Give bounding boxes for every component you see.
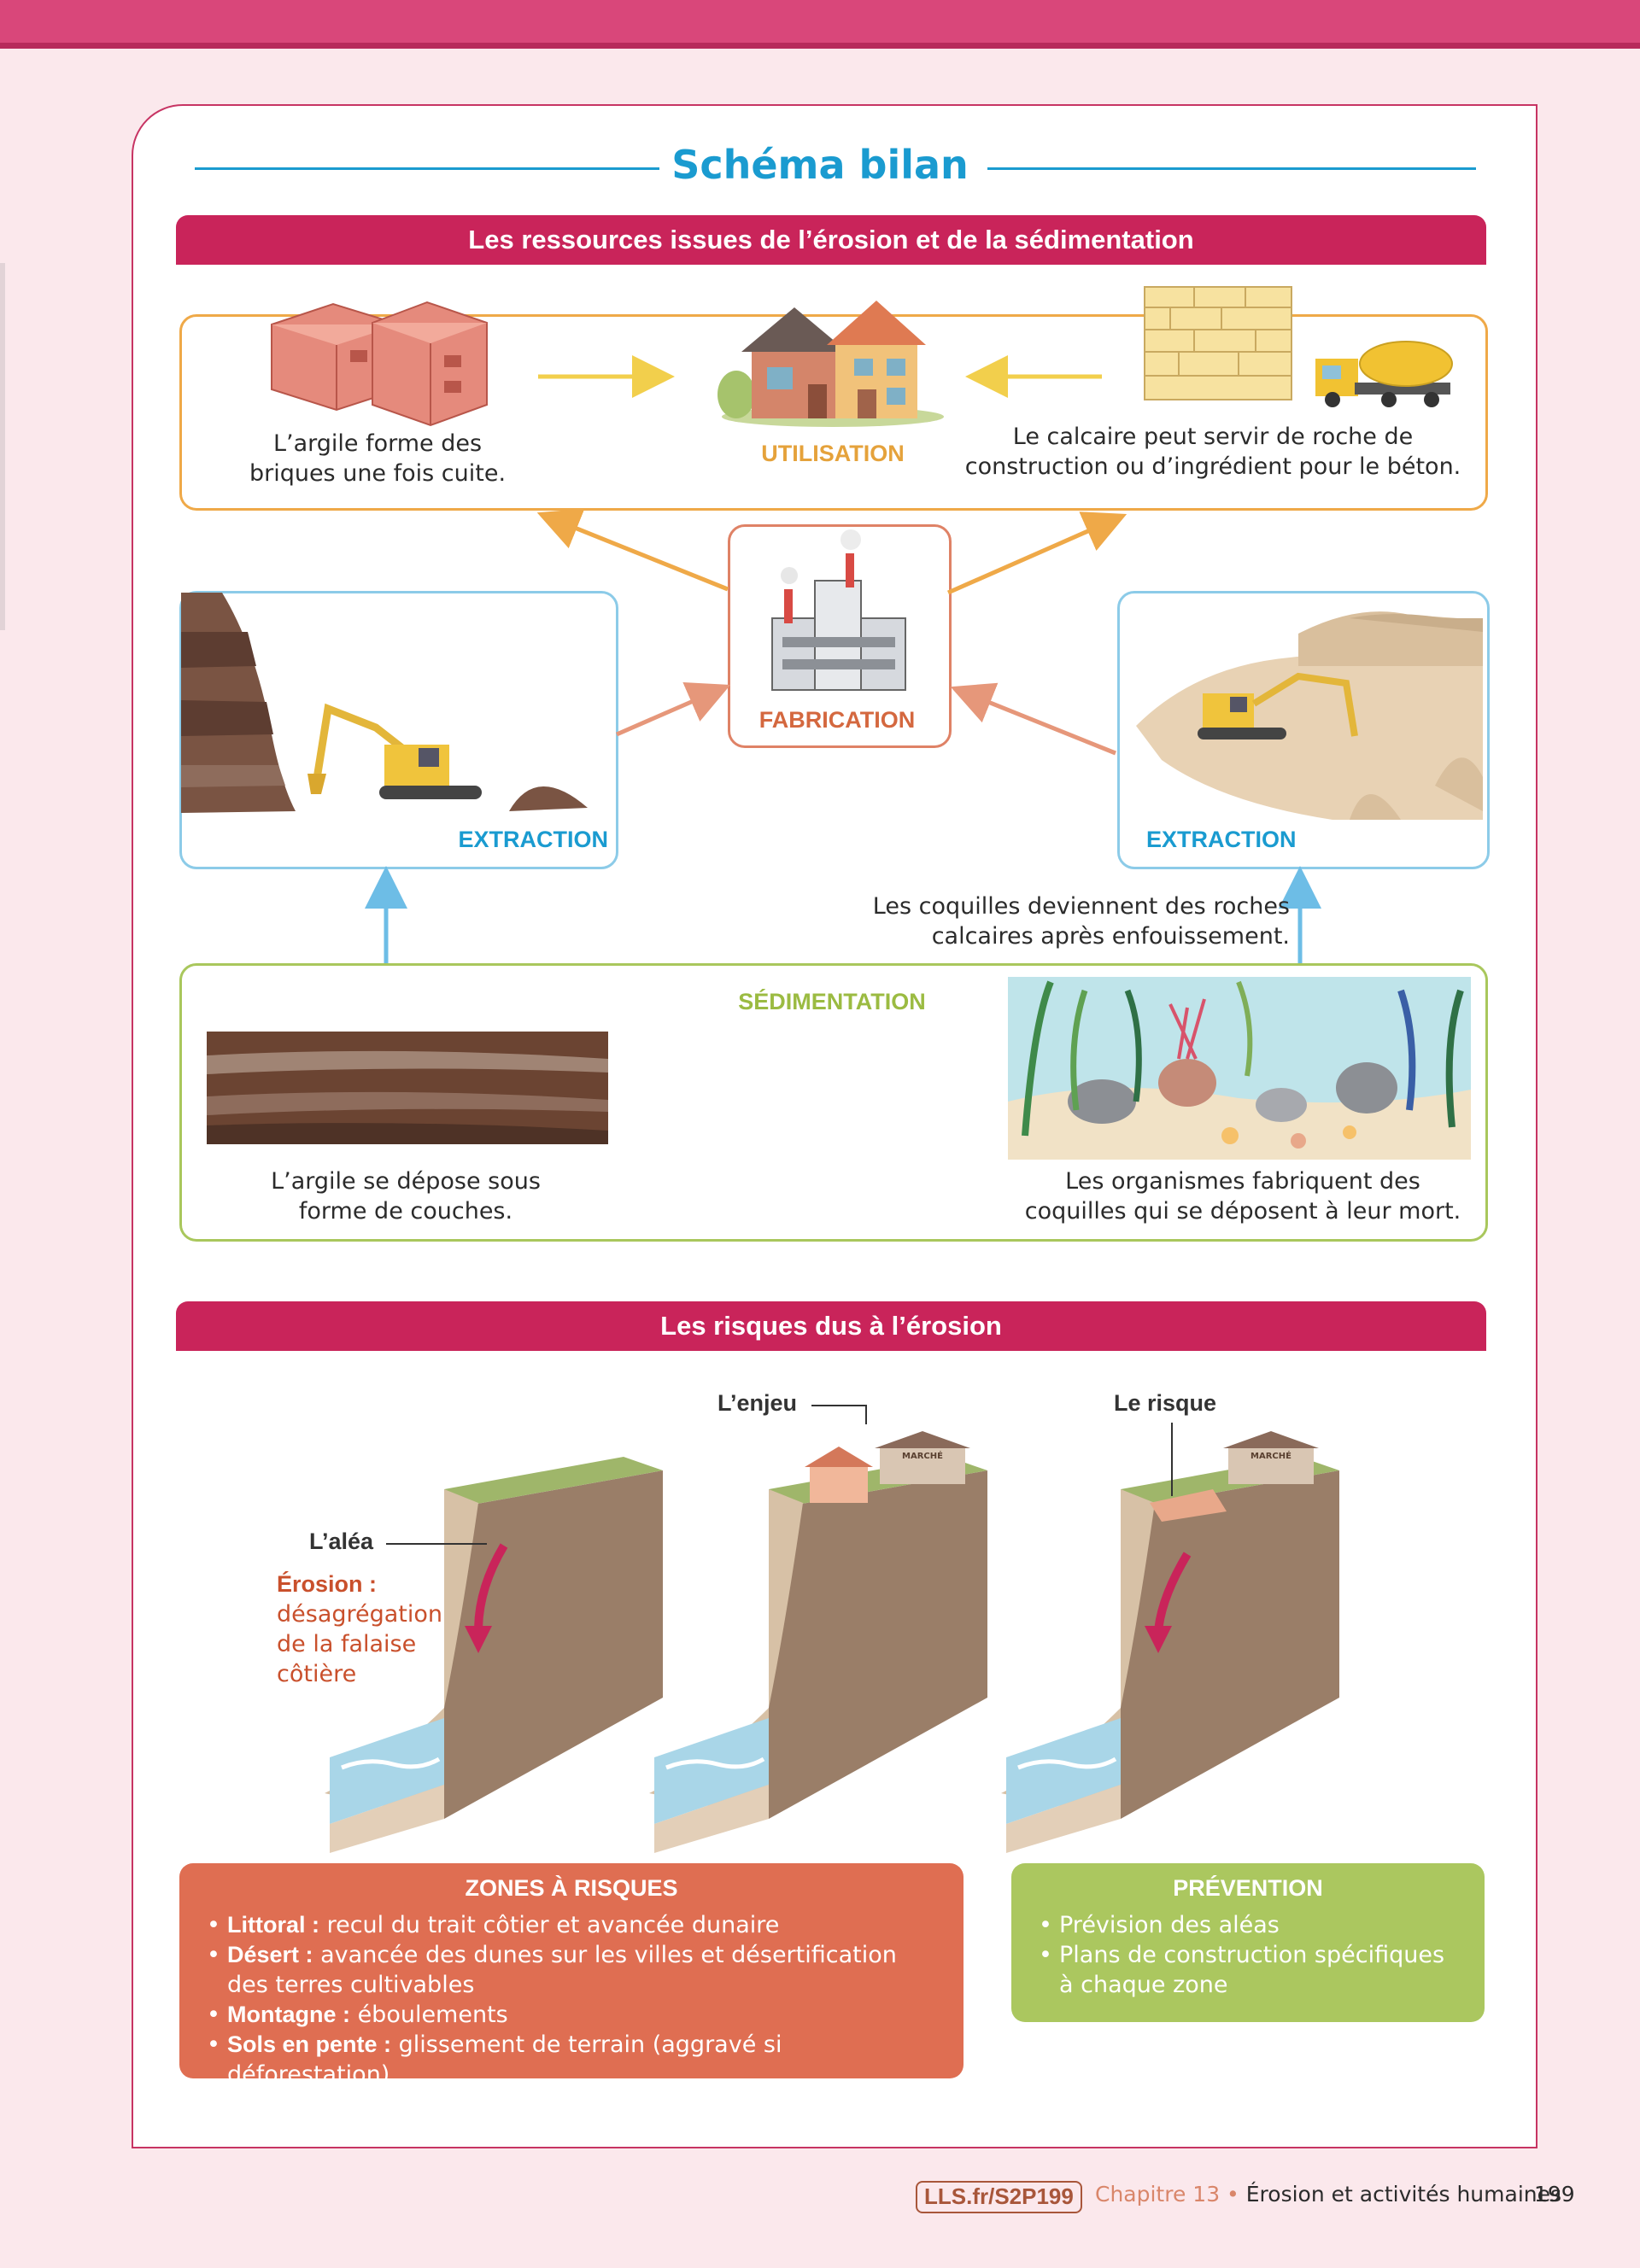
erosion-description: Érosion : désagrégation de la falaise cô… bbox=[277, 1569, 442, 1689]
enjeu-label: L’enjeu bbox=[718, 1390, 798, 1416]
erosion-title: Érosion : bbox=[277, 1571, 378, 1597]
cliff-diagram-alea bbox=[325, 1457, 663, 1853]
risk-zone-item: Sols en pente : glissement de terrain (a… bbox=[207, 2030, 943, 2090]
shells-caption: Les coquilles deviennent des roches calc… bbox=[820, 891, 1290, 951]
cliff-diagram-enjeu bbox=[649, 1431, 987, 1853]
risk-zone-item: Désert : avancée des dunes sur les ville… bbox=[207, 1940, 943, 2000]
cliff-diagram-risque bbox=[1001, 1431, 1339, 1853]
prevention-box: PRÉVENTION Prévision des aléas Plans de … bbox=[1011, 1863, 1485, 2022]
footer-subject: Érosion et activités humaines bbox=[1245, 2182, 1562, 2207]
excavator-right-icon bbox=[1198, 672, 1358, 739]
risk-zones-title: ZONES À RISQUES bbox=[465, 1875, 678, 1901]
footer-separator: • bbox=[1220, 2182, 1246, 2207]
erosion-line-3: côtière bbox=[277, 1661, 357, 1687]
prevention-title: PRÉVENTION bbox=[1173, 1875, 1323, 1901]
bricks-caption-line-1: L’argile forme des bbox=[272, 430, 483, 457]
top-color-bar bbox=[0, 0, 1640, 49]
bricks-caption-line-2: briques une fois cuite. bbox=[249, 460, 507, 487]
risks-banner: Les risques dus à l’érosion bbox=[176, 1301, 1486, 1351]
extraction-right-label: EXTRACTION bbox=[1146, 827, 1297, 852]
title-rule-left bbox=[195, 167, 685, 170]
arrow-factory-to-limestone bbox=[946, 511, 1128, 595]
risk-zones-box: ZONES À RISQUES Littoral : recul du trai… bbox=[179, 1863, 964, 2088]
limestone-caption: Le calcaire peut servir de roche de cons… bbox=[957, 422, 1469, 482]
clay-layers-icon bbox=[207, 1032, 608, 1144]
arrow-factory-to-bricks bbox=[536, 508, 729, 592]
organisms-caption: Les organismes fabriquent des coquilles … bbox=[999, 1166, 1486, 1226]
arrow-extraction-left-to-factory bbox=[616, 682, 731, 737]
market-sign-2: MARCHÉ bbox=[1250, 1452, 1292, 1461]
prevention-item: Plans de construction spécifiques à chaq… bbox=[1039, 1940, 1464, 2000]
sedimentation-label: SÉDIMENTATION bbox=[738, 989, 926, 1014]
erosion-line-2: de la falaise bbox=[277, 1631, 417, 1657]
erosion-line-1: désagrégation bbox=[277, 1601, 443, 1628]
prevention-item: Prévision des aléas bbox=[1039, 1910, 1464, 1940]
houses-icon bbox=[718, 301, 944, 427]
organisms-caption-line-2: coquilles qui se déposent à leur mort. bbox=[1024, 1198, 1461, 1225]
page-number: 199 bbox=[1534, 2182, 1575, 2207]
clay-caption-line-2: forme de couches. bbox=[298, 1198, 513, 1225]
extraction-left-label: EXTRACTION bbox=[458, 827, 609, 852]
clay-caption: L’argile se dépose sous forme de couches… bbox=[231, 1166, 581, 1226]
clay-cliff-quarry-icon bbox=[181, 593, 296, 813]
limestone-block-icon bbox=[1144, 286, 1292, 400]
organisms-caption-line-1: Les organismes fabriquent des bbox=[1065, 1168, 1420, 1195]
limestone-caption-line-1: Le calcaire peut servir de roche de bbox=[1012, 424, 1414, 450]
resources-banner: Les ressources issues de l’érosion et de… bbox=[176, 215, 1486, 265]
risk-zone-item: Littoral : recul du trait côtier et avan… bbox=[207, 1910, 943, 1940]
arrow-extraction-right-to-factory bbox=[950, 682, 1116, 756]
limestone-caption-line-2: construction ou d’ingrédient pour le bét… bbox=[964, 453, 1461, 480]
bricks-caption: L’argile forme des briques une fois cuit… bbox=[215, 429, 540, 488]
shells-caption-line-1: Les coquilles deviennent des roches bbox=[872, 893, 1290, 920]
title-rule-right bbox=[987, 167, 1476, 170]
page-edge-mark bbox=[0, 263, 5, 630]
risk-zone-item: Montagne : éboulements bbox=[207, 2000, 943, 2030]
dirt-pile-icon bbox=[509, 786, 588, 811]
footer-chapter-line: Chapitre 13 • Érosion et activités humai… bbox=[1095, 2177, 1561, 2212]
seafloor-organisms-image bbox=[1008, 977, 1471, 1160]
footer-chapter: Chapitre 13 bbox=[1095, 2182, 1221, 2207]
lls-link[interactable]: LLS.fr/S2P199 bbox=[916, 2181, 1082, 2213]
bricks-icon bbox=[271, 301, 488, 427]
fabrication-label: FABRICATION bbox=[758, 707, 916, 733]
limestone-quarry-icon bbox=[1136, 611, 1483, 820]
risk-zones-list: Littoral : recul du trait côtier et avan… bbox=[179, 1910, 964, 2090]
risque-label: Le risque bbox=[1114, 1390, 1217, 1416]
shells-caption-line-2: calcaires après enfouissement. bbox=[931, 923, 1290, 950]
enjeu-leader-line bbox=[811, 1405, 867, 1424]
concrete-mixer-truck-icon bbox=[1315, 341, 1453, 407]
alea-label: L’aléa bbox=[309, 1529, 374, 1554]
factory-icon bbox=[771, 529, 906, 691]
clay-caption-line-1: L’argile se dépose sous bbox=[271, 1168, 541, 1195]
page-title: Schéma bilan bbox=[0, 142, 1640, 188]
market-sign-1: MARCHÉ bbox=[902, 1452, 943, 1461]
utilisation-label: UTILISATION bbox=[761, 441, 905, 466]
excavator-left-icon bbox=[308, 703, 482, 799]
prevention-list: Prévision des aléas Plans de constructio… bbox=[1011, 1910, 1485, 2000]
